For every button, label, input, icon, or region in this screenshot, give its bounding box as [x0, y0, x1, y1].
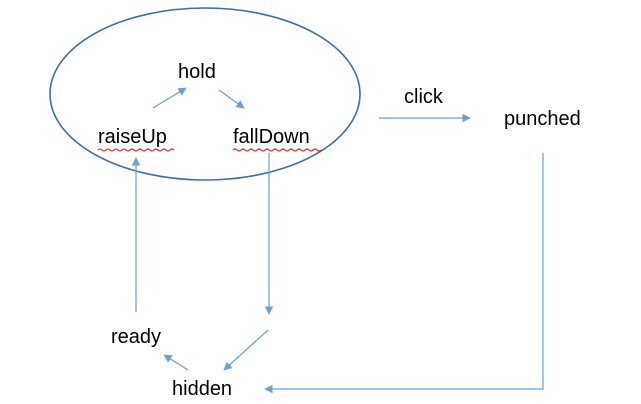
node-hidden: hidden: [172, 378, 232, 400]
spellcheck-underline-raiseup: [97, 148, 175, 152]
node-punched: punched: [504, 108, 581, 130]
edge-hold-to-falldown: [218, 89, 245, 109]
active-cycle-ellipse: [49, 7, 361, 181]
node-ready: ready: [111, 326, 161, 348]
node-hold: hold: [178, 61, 216, 83]
edge-falldown-to-hidden: [223, 329, 269, 371]
edge-label-click: click: [404, 86, 444, 108]
spellcheck-underline-falldown: [232, 148, 322, 152]
edge-hidden-to-ready: [163, 354, 189, 371]
node-raiseup: raiseUp: [98, 126, 167, 148]
node-falldown: fallDown: [233, 126, 310, 148]
edge-punched-to-hidden: [264, 153, 544, 394]
edge-raiseup-to-hold: [152, 87, 187, 109]
